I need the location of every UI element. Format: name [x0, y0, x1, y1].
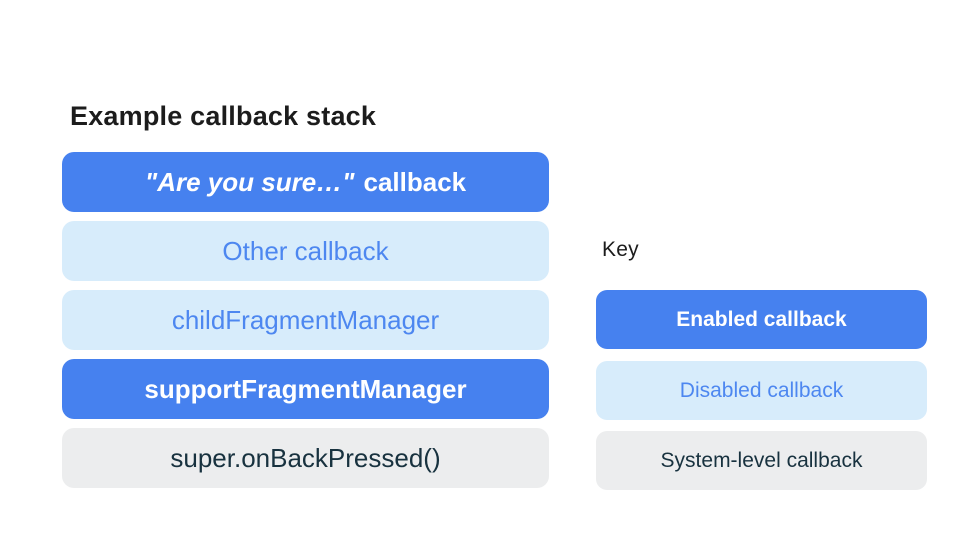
key-item-label: System-level callback — [660, 448, 863, 472]
stack-item-label: supportFragmentManager — [144, 373, 467, 404]
stack-item-support-fragment-manager: supportFragmentManager — [62, 359, 549, 419]
stack-item-other-callback: Other callback — [62, 221, 549, 281]
key-item-label: Enabled callback — [676, 307, 847, 331]
stack-item-child-fragment-manager: childFragmentManager — [62, 290, 549, 350]
stack-item-are-you-sure-callback: "Are you sure…" callback — [62, 152, 549, 212]
key-item-enabled-callback: Enabled callback — [596, 290, 927, 349]
key-item-disabled-callback: Disabled callback — [596, 361, 927, 420]
stack-title: Example callback stack — [70, 101, 377, 131]
key-item-label: Disabled callback — [679, 378, 844, 402]
stack-item-label: super.onBackPressed() — [170, 442, 441, 473]
key-item-system-level-callback: System-level callback — [596, 431, 927, 490]
stack-item-label: Other callback — [222, 235, 389, 266]
stack-item-super-on-back-pressed: super.onBackPressed() — [62, 428, 549, 488]
stack-item-label: callback — [363, 166, 467, 197]
stack-item-label-quoted: "Are you sure…" — [144, 166, 355, 197]
stack-item-label: childFragmentManager — [171, 304, 440, 335]
key-title: Key — [602, 238, 639, 261]
